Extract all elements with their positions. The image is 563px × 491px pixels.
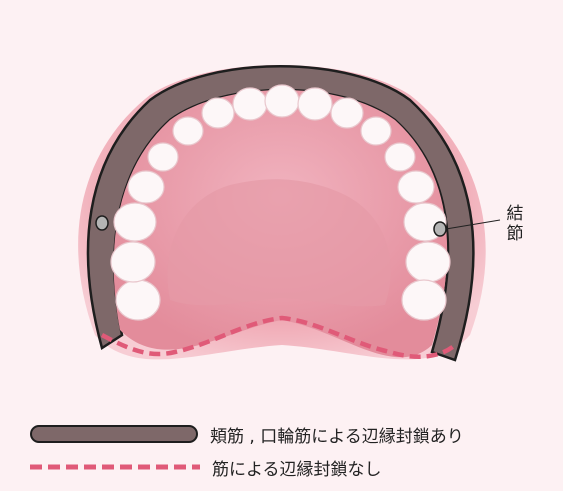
tooth (202, 98, 234, 128)
tooth (298, 88, 332, 120)
tubercle-nodule-right (434, 222, 446, 236)
legend-swatch-no-seal (30, 462, 200, 472)
tooth (402, 280, 446, 320)
tooth (406, 242, 450, 282)
legend-item-seal: 頬筋 , 口輪筋による辺縁封鎖あり (30, 422, 464, 446)
legend-item-no-seal: 筋による辺縁封鎖なし (30, 455, 382, 479)
legend-swatch-seal (30, 425, 198, 443)
tubercle-callout: 結 節 (505, 204, 525, 244)
tooth (361, 117, 391, 145)
tooth (128, 171, 164, 203)
tubercle-nodule-left (96, 216, 108, 230)
legend-label-no-seal: 筋による辺縁封鎖なし (212, 455, 382, 480)
tooth (398, 171, 434, 203)
tooth (385, 143, 415, 171)
tooth (173, 117, 203, 145)
legend-label-seal: 頬筋 , 口輪筋による辺縁封鎖あり (210, 422, 464, 447)
tooth (111, 242, 155, 282)
tooth (116, 280, 160, 320)
tooth (331, 98, 363, 128)
callout-label-line1: 結 (505, 204, 525, 224)
callout-label-line2: 節 (505, 224, 525, 244)
tooth (148, 143, 178, 171)
tooth (265, 85, 299, 117)
tooth (114, 203, 156, 241)
tooth (233, 88, 267, 120)
